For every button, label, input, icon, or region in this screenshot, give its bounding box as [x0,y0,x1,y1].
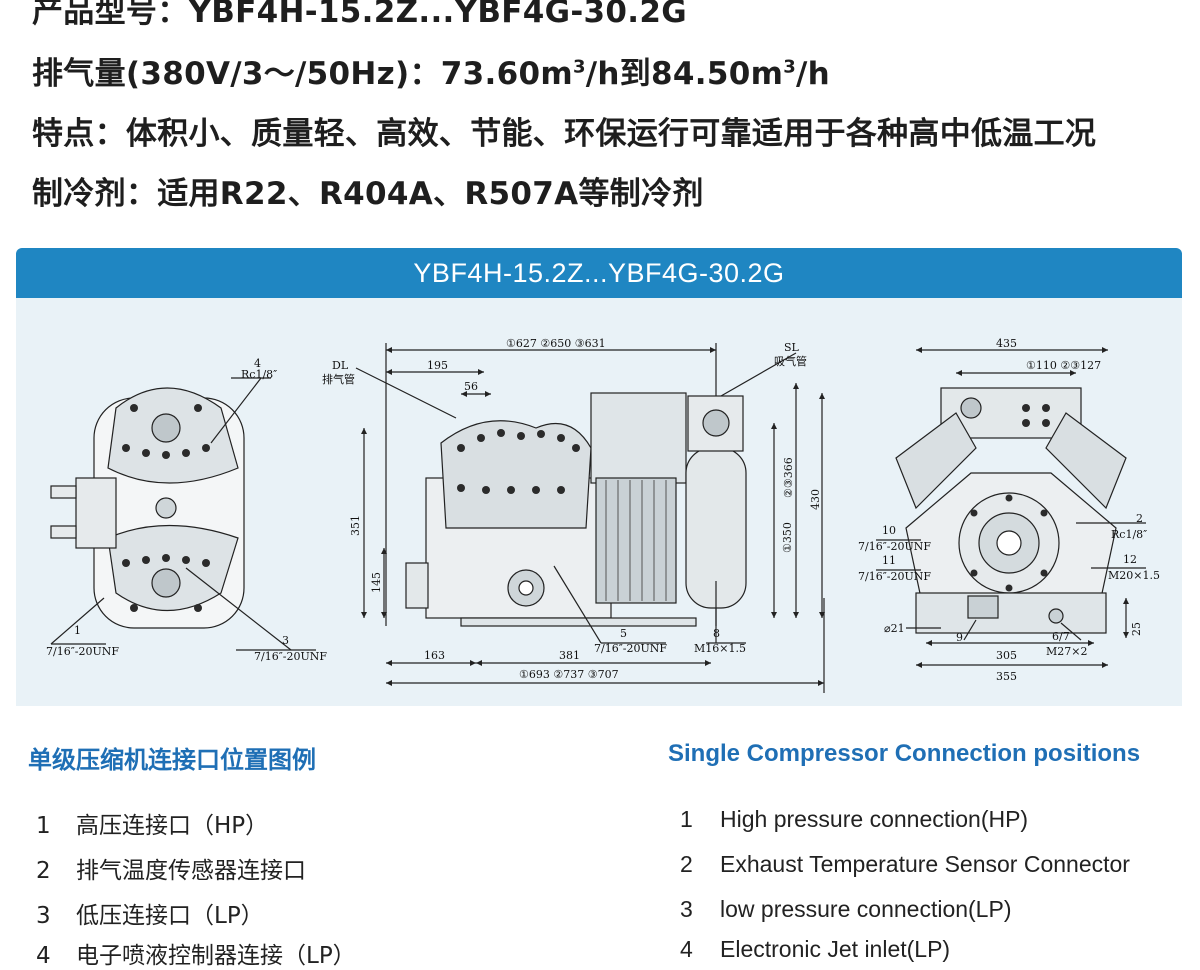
legend-title-cn: 单级压缩机连接口位置图例 [28,746,316,774]
center-dim-350: ①350 [781,522,794,553]
displacement-mid: /h到84.50m [585,56,784,92]
center-dim-351: 351 [349,515,362,536]
legend-item-cn: 2 排气温度传感器连接口 [36,851,306,885]
legend-title-en: Single Compressor Connection positions [668,740,1141,767]
legend-text: 高压连接口（HP） [76,813,269,839]
center-label-dl-cn: 排气管 [322,372,355,386]
legend-item-en: 3 low pressure connection(LP) [680,896,1011,923]
center-dim-bottom: ①693 ②737 ③707 [519,668,619,681]
right-dim-25: 25 [1130,622,1143,636]
right-label-12: 12 [1123,553,1137,566]
center-dim-145: 145 [370,572,383,593]
technical-drawings: 4 Rc1/8″ 1 7/16″-20UNF 3 7/16″-20UNF [46,337,1160,693]
front-view-drawing [876,347,1146,668]
center-dim-430: 430 [809,489,822,510]
displacement-line: 排气量(380V/3～/50Hz)：73.60m3/h到84.50m3/h [32,48,830,93]
superscript-3: 3 [572,56,586,78]
center-label-dl: DL [332,359,349,372]
center-dim-195: 195 [427,359,448,372]
legend-number: 1 [680,806,693,832]
left-label-3-thread: 7/16″-20UNF [254,650,327,663]
legend-text: Exhaust Temperature Sensor Connector [720,851,1130,877]
legend-text: 低压连接口（LP） [76,903,264,929]
displacement-suffix: /h [796,56,831,92]
legend-number: 2 [36,858,51,884]
center-label-sl-cn: 吸气管 [774,354,807,368]
right-label-2: 2 [1136,512,1143,525]
right-label-67: 6/7 [1052,630,1070,643]
right-dim-435: 435 [996,337,1017,350]
legend-item-en: 1 High pressure connection(HP) [680,806,1028,833]
legend-number: 4 [36,943,51,969]
center-dim-381: 381 [559,649,580,662]
right-dim-top: ①110 ②③127 [1026,359,1101,372]
legend-number: 1 [36,813,51,839]
legend-text: low pressure connection(LP) [720,896,1012,922]
left-label-rc18: Rc1/8″ [241,368,277,381]
legend-number: 2 [680,851,693,877]
panel-title: YBF4H-15.2Z...YBF4G-30.2G [16,248,1182,298]
center-dim-top: ①627 ②650 ③631 [506,337,606,350]
legend-item-en: 4 Electronic Jet inlet(LP) [680,936,950,963]
legend-text: 排气温度传感器连接口 [76,858,306,884]
right-dim-305: 305 [996,649,1017,662]
legend-number: 4 [680,936,693,962]
center-dim-366: ②③366 [782,457,795,498]
drawing-panel: YBF4H-15.2Z...YBF4G-30.2G [16,248,1182,706]
right-label-2-thread: Rc1/8″ [1111,528,1147,541]
left-label-4: 4 [254,357,261,370]
superscript-3: 3 [783,56,797,78]
product-model-line: 产品型号：YBF4H-15.2Z...YBF4G-30.2G [32,0,687,30]
legend-item-en: 2 Exhaust Temperature Sensor Connector [680,851,1130,878]
center-label-5-thread: 7/16″-20UNF [594,642,667,655]
legend-text: High pressure connection(HP) [720,806,1029,832]
right-label-67-thread: M27×2 [1046,645,1087,658]
displacement-prefix: 排气量(380V/3～/50Hz)：73.60m [32,56,573,92]
right-dim-d21: ⌀21 [884,622,905,635]
center-label-8: 8 [713,627,720,640]
center-dim-56: 56 [464,380,478,393]
right-label-12-thread: M20×1.5 [1108,569,1160,582]
refrigerant-line: 制冷剂：适用R22、R404A、R507A等制冷剂 [32,176,704,212]
right-label-10: 10 [882,524,896,537]
legend-item-cn: 1 高压连接口（HP） [36,806,268,840]
side-view-drawing [355,343,825,693]
features-line: 特点：体积小、质量轻、高效、节能、环保运行可靠适用于各种高中低温工况 [32,116,1097,152]
center-label-sl: SL [784,341,800,354]
left-label-3: 3 [282,634,289,647]
right-label-11: 11 [882,554,896,567]
right-label-9: 9 [956,631,963,644]
legend-text: Electronic Jet inlet(LP) [720,936,951,962]
right-dim-355: 355 [996,670,1017,683]
legend-item-cn: 3 低压连接口（LP） [36,896,264,930]
legend-number: 3 [680,896,693,922]
left-label-1-thread: 7/16″-20UNF [46,645,119,658]
right-label-10-thread: 7/16″-20UNF [858,540,931,553]
center-dim-163: 163 [424,649,445,662]
center-label-8-thread: M16×1.5 [694,642,746,655]
center-label-5: 5 [620,627,627,640]
left-view-drawing [50,377,316,651]
legend-text: 电子喷液控制器连接（LP） [76,943,356,969]
legend-number: 3 [36,903,51,929]
left-label-1: 1 [74,624,81,637]
legend-item-cn: 4 电子喷液控制器连接（LP） [36,936,356,970]
right-label-11-thread: 7/16″-20UNF [858,570,931,583]
